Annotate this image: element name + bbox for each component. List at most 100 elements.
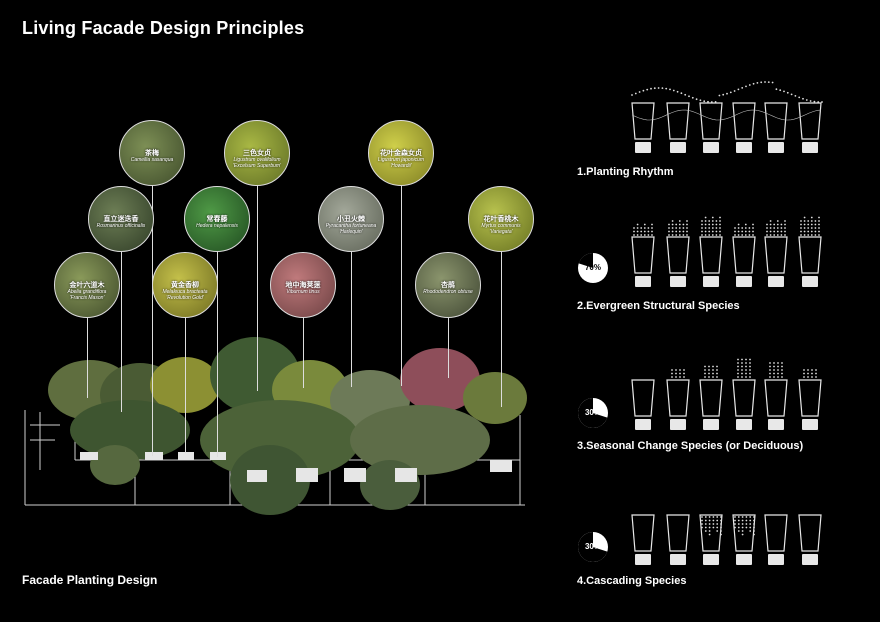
evergreen-dot — [682, 227, 685, 229]
seasonal-dot — [773, 365, 775, 368]
rhythm-dot — [672, 89, 675, 92]
panel-label-cascading: 4.Cascading Species — [577, 575, 687, 587]
rhythm-dot — [707, 100, 709, 103]
seasonal-dot — [741, 365, 743, 368]
rhythm-dot — [748, 84, 751, 86]
rhythm-dot — [809, 100, 812, 102]
evergreen-dot — [810, 227, 813, 229]
seasonal-dot — [737, 358, 739, 361]
evergreen-dot — [704, 230, 707, 233]
cascading-dot — [704, 516, 707, 518]
seasonal-dot — [704, 372, 706, 375]
rhythm-dot — [718, 94, 721, 97]
planter-outline — [764, 236, 788, 274]
evergreen-dot — [711, 223, 714, 226]
plant-chinese-name: 常春藤 — [206, 216, 228, 223]
seasonal-dot — [781, 372, 783, 375]
evergreen-dot — [701, 220, 703, 222]
seasonal-dot — [745, 358, 747, 361]
seasonal-dot — [749, 365, 751, 368]
evergreen-dot — [776, 220, 779, 222]
rhythm-dot — [790, 93, 793, 96]
evergreen-dot — [643, 227, 646, 229]
plant-chinese-name: 花叶金森女贞 — [380, 150, 422, 157]
rhythm-dot — [767, 81, 770, 83]
seasonal-dot — [769, 362, 771, 364]
evergreen-dot — [719, 223, 721, 226]
planter-base — [703, 419, 719, 430]
percent-label: 70% — [584, 263, 601, 272]
seasonal-dot — [712, 372, 714, 375]
cascading-dot — [701, 516, 703, 518]
planter-outline — [732, 514, 756, 552]
evergreen-dot — [647, 234, 650, 236]
seasonal-dot — [749, 362, 751, 364]
seasonal-dot — [671, 369, 673, 371]
seasonal-dot — [745, 369, 747, 371]
cascading-dot — [720, 516, 722, 518]
evergreen-dot — [704, 234, 707, 236]
evergreen-dot — [773, 223, 776, 226]
callout-stem — [152, 186, 153, 456]
evergreen-dot — [734, 230, 736, 233]
seasonal-dot — [671, 376, 673, 378]
callout-stem — [351, 252, 352, 387]
seasonal-dot — [811, 376, 813, 378]
evergreen-dot — [675, 234, 678, 236]
evergreen-dot — [682, 230, 685, 233]
cascading-dot — [753, 533, 755, 536]
seasonal-dot — [781, 376, 783, 378]
cascading-dot — [749, 523, 752, 525]
cascading-dot — [741, 516, 744, 518]
plant-latin-name: Myrtus communis 'Variegata' — [481, 223, 521, 235]
rhythm-dot — [691, 96, 694, 99]
plant-latin-name: Rosmarinus officinalis — [96, 223, 146, 229]
cascading-dot — [741, 523, 744, 525]
facade-caption: Facade Planting Design — [22, 573, 158, 587]
callout-stem — [303, 318, 304, 388]
seasonal-dot — [777, 362, 779, 364]
planter-outline — [666, 236, 690, 274]
evergreen-dot — [651, 227, 653, 229]
seasonal-dot — [745, 365, 747, 368]
evergreen-dot — [651, 230, 653, 233]
cascading-dot — [737, 519, 740, 522]
cascading-dot — [745, 526, 748, 529]
evergreen-dot — [633, 234, 635, 236]
evergreen-dot — [633, 230, 635, 233]
evergreen-dot — [686, 234, 688, 236]
plant-bubble: 小丑火棘 Pyracantha fortuneana 'Harlequin' — [318, 186, 384, 252]
seasonal-dot — [777, 369, 779, 371]
percent-label: 30% — [584, 408, 601, 417]
plant-bubble: 花叶香桃木 Myrtus communis 'Variegata' — [468, 186, 534, 252]
seasonal-dot — [815, 369, 817, 371]
evergreen-dot — [719, 227, 721, 229]
rhythm-dot — [665, 87, 668, 90]
evergreen-dot — [766, 230, 768, 233]
percent-label: 30% — [584, 542, 601, 551]
plant-chinese-name: 三色女贞 — [243, 150, 271, 157]
seasonal-dot — [704, 365, 706, 368]
evergreen-dot — [766, 223, 768, 226]
seasonal-dot — [708, 376, 710, 378]
seasonal-dot — [737, 376, 739, 378]
rhythm-dot — [779, 89, 782, 92]
planter-base — [670, 554, 686, 565]
planter-pots — [80, 452, 512, 482]
planter-outline — [798, 379, 822, 417]
page-title: Living Facade Design Principles — [22, 18, 305, 38]
rhythm-line — [631, 109, 822, 121]
planter-base — [635, 419, 651, 430]
evergreen-dot — [780, 230, 783, 233]
evergreen-dot — [769, 227, 772, 229]
evergreen-dot — [818, 220, 820, 222]
evergreen-dot — [708, 227, 711, 229]
seasonal-dot — [781, 369, 783, 371]
rhythm-dot — [676, 90, 679, 93]
cascading-dot — [708, 526, 711, 529]
rhythm-dot — [775, 88, 778, 91]
seasonal-dot — [807, 369, 809, 371]
evergreen-dot — [800, 234, 802, 236]
evergreen-dot — [769, 234, 772, 236]
seasonal-dot — [773, 372, 775, 375]
